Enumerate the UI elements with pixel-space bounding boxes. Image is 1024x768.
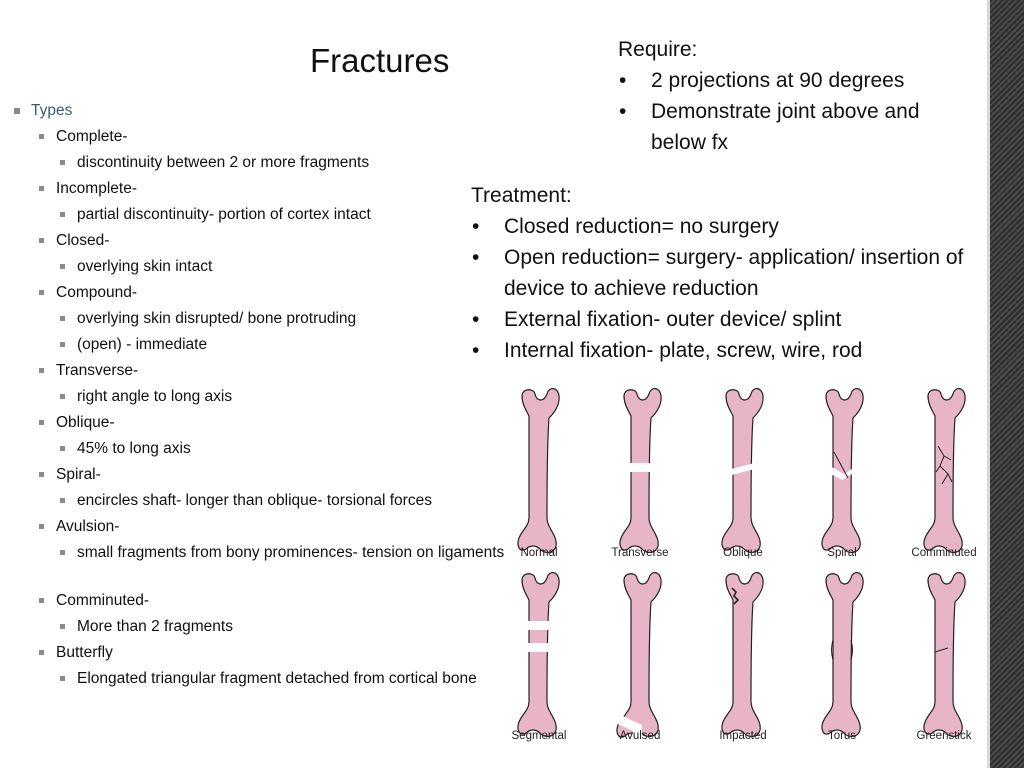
type-incomplete-desc: partial discontinuity- portion of cortex… [14,205,509,231]
type-oblique: Oblique- [14,413,509,439]
fracture-types-diagram: Normal Transverse Oblique Spiral Comminu… [512,387,977,742]
treatment-heading: Treatment: [471,184,572,207]
type-closed: Closed- [14,231,509,257]
caption-spiral: Spiral [827,547,856,559]
type-avulsion: Avulsion- [14,517,509,543]
type-spiral: Spiral- [14,465,509,491]
caption-impacted: Impacted [719,730,766,742]
type-complete-desc: discontinuity between 2 or more fragment… [14,153,509,179]
caption-segmental: Segmental [512,730,567,742]
bone-impacted [721,571,764,738]
bone-segmental [517,571,560,738]
caption-torus: Torus [828,730,856,742]
require-bullet: •Demonstrate joint above and below fx [619,100,920,154]
bone-greenstick [923,571,966,738]
type-transverse: Transverse- [14,361,509,387]
caption-normal: Normal [520,547,557,559]
treatment-bullet: •External fixation- outer device/ splint [472,308,842,331]
type-transverse-desc: right angle to long axis [14,387,509,413]
type-comminuted-desc: More than 2 fragments [14,617,509,643]
type-oblique-desc: 45% to long axis [14,439,509,465]
require-heading: Require: [618,38,698,61]
caption-transverse: Transverse [611,547,668,559]
type-closed-desc: overlying skin intact [14,257,509,283]
treatment-bullet: •Open reduction= surgery- application/ i… [472,246,964,300]
type-spiral-desc: encircles shaft- longer than oblique- to… [14,491,509,517]
bone-torus [821,571,864,738]
type-incomplete: Incomplete- [14,179,509,205]
type-complete: Complete- [14,127,509,153]
fracture-types-list: Types Complete- discontinuity between 2 … [14,101,509,717]
require-bullet: •2 projections at 90 degrees [619,69,905,92]
type-butterfly-desc: Elongated triangular fragment detached f… [14,669,509,717]
bone-spiral [821,387,864,554]
slide-border-line [987,0,990,768]
caption-avulsed: Avulsed [620,730,661,742]
type-avulsion-desc: small fragments from bony prominences- t… [14,543,509,591]
caption-comminuted: Comminuted [911,547,976,559]
type-compound-desc-2: (open) - immediate [14,335,509,361]
treatment-bullet: •Internal fixation- plate, screw, wire, … [472,339,863,362]
type-compound-desc: overlying skin disrupted/ bone protrudin… [14,309,509,335]
caption-oblique: Oblique [723,547,763,559]
caption-greenstick: Greenstick [917,730,972,742]
slide-title: Fractures [310,42,450,79]
slide-side-bar [990,0,1024,768]
type-butterfly: Butterfly [14,643,509,669]
treatment-block: Treatment: •Closed reduction= no surgery… [471,180,971,366]
bone-oblique [721,387,764,554]
bone-comminuted [923,387,966,554]
bone-normal [517,387,560,554]
type-comminuted: Comminuted- [14,591,509,617]
require-block: Require: •2 projections at 90 degrees •D… [618,34,978,158]
type-compound: Compound- [14,283,509,309]
bone-avulsed [616,571,662,741]
types-heading: Types [14,101,509,127]
bone-transverse [619,387,662,554]
treatment-bullet: •Closed reduction= no surgery [472,215,779,238]
